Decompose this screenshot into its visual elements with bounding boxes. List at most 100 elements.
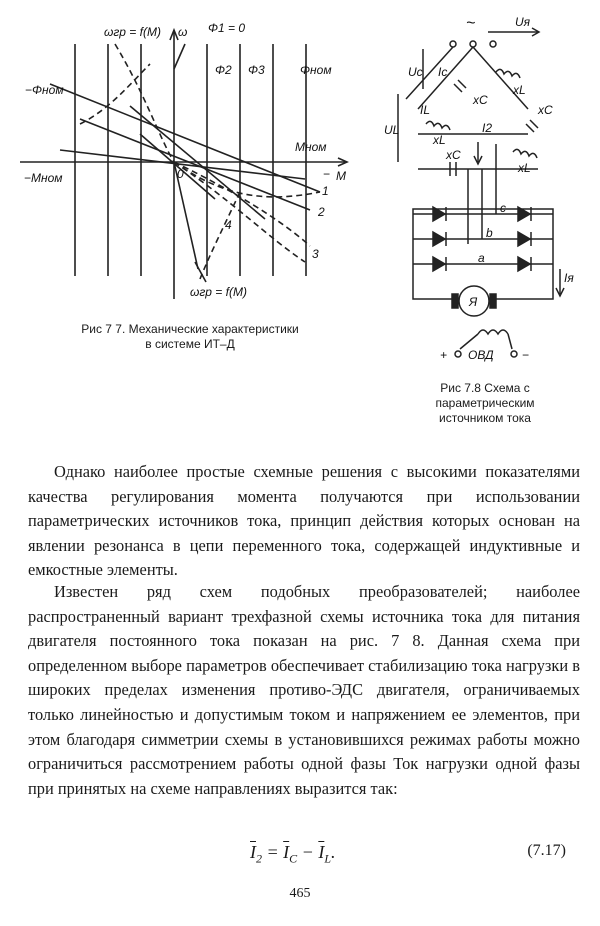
body-paragraph-1: Однако наиболее простые схемные решения …: [28, 460, 580, 583]
characteristic-line: [129, 105, 266, 220]
phi3-label: Φ3: [248, 63, 265, 77]
neg-phi-nom-label: −Φном: [25, 83, 64, 97]
diode: [432, 205, 447, 223]
boundary-curve: [173, 161, 311, 247]
phase-branch: [472, 46, 529, 110]
m-axis-arrow: [337, 157, 349, 167]
u-a-label: Uя: [515, 15, 531, 29]
wire: [459, 333, 479, 350]
ac-symbol: ~: [466, 15, 475, 32]
curve-2-label: 2: [317, 205, 325, 219]
terminal: [489, 40, 497, 48]
capacitor-xc: [525, 123, 535, 133]
brush: [451, 293, 459, 309]
curve-4-label: 4: [225, 218, 232, 232]
figure-7-8-circuit-diagram: ~ Uя Uc UL Ic IL I2 xC xL xC xL xC xL a …: [384, 15, 574, 362]
i-2-label: I2: [482, 121, 492, 135]
characteristic-line: [173, 161, 199, 270]
boundary-curve: [173, 161, 306, 263]
capacitor-xc: [529, 119, 539, 129]
figure-7-7-caption: Рис 7 7. Механические характеристики в с…: [45, 322, 335, 352]
motor-armature: [458, 285, 490, 317]
characteristic-line: [79, 118, 311, 211]
boundary-curve: [173, 161, 321, 198]
formula-eq: =: [262, 842, 284, 862]
xl-label: xL: [432, 133, 446, 147]
node-b-label: b: [486, 226, 493, 240]
caption-line: Рис 7 7. Механические характеристики: [81, 322, 299, 336]
curve-3-label: 3: [312, 247, 319, 261]
body-paragraph-2: Известен ряд схем подобных преобразовате…: [28, 580, 580, 801]
omega-axis-arrow: [169, 27, 179, 41]
caption-line: параметрическим: [435, 396, 535, 410]
node-c-label: c: [500, 201, 506, 215]
figure-7-7-mechanical-characteristics: ωгр = f(M) ω Φ1 = 0 Φ2 Φ3 Φном −Φном Mно…: [20, 21, 349, 299]
paragraph-text: Однако наиболее простые схемные решения …: [28, 462, 580, 580]
paragraph-text: Известен ряд схем подобных преобразовате…: [28, 582, 580, 798]
arrow-head: [555, 287, 565, 298]
formula-term-1-sub: C: [289, 851, 298, 866]
capacitor-xc: [457, 79, 467, 89]
caption-line: в системе ИТ–Д: [145, 337, 235, 351]
motor-label: Я: [468, 295, 478, 309]
arrow-head: [473, 155, 483, 166]
diode: [517, 230, 532, 248]
inductor-xl: [495, 68, 521, 79]
pointer-line: [173, 43, 186, 70]
formula-term-2: I: [318, 842, 325, 862]
inductor-xl: [425, 120, 451, 131]
terminal: [454, 350, 462, 358]
node-a-label: a: [478, 251, 485, 265]
neg-m-nom-label: −Mном: [24, 171, 63, 185]
terminal: [510, 350, 518, 358]
figure-7-8-caption: Рис 7.8 Схема с параметрическим источник…: [400, 381, 570, 426]
xc-label: xC: [445, 148, 461, 162]
origin-label: 0: [177, 167, 184, 181]
caption-line: источником тока: [439, 411, 531, 425]
i-l-label: IL: [420, 103, 430, 117]
phase-branch: [417, 46, 474, 110]
u-c-label: Uc: [408, 65, 423, 79]
diode: [517, 205, 532, 223]
terminal: [469, 40, 477, 48]
u-l-label: UL: [384, 123, 399, 137]
formula-term-2-sub: L: [324, 851, 332, 866]
xc-label: xC: [537, 103, 553, 117]
formula-end: .: [331, 842, 336, 862]
omega-gr-label-top: ωгр = f(M): [104, 25, 161, 39]
diode: [432, 255, 447, 273]
equation-7-17: I2 = IC − IL.: [250, 842, 336, 867]
diode: [432, 230, 447, 248]
omega-gr-label-bottom: ωгр = f(M): [190, 285, 247, 299]
xl-label: xL: [512, 83, 526, 97]
wire: [507, 333, 513, 350]
phi2-label: Φ2: [215, 63, 232, 77]
field-winding: [477, 329, 509, 336]
phi1-label: Φ1 = 0: [208, 21, 245, 35]
xc-label: xC: [472, 93, 488, 107]
formula-op: −: [297, 842, 319, 862]
terminal: [449, 40, 457, 48]
arrow-head: [531, 27, 541, 37]
boundary-curve: [114, 43, 175, 163]
phi-nom-label: Φном: [300, 63, 332, 77]
wire: [405, 46, 454, 100]
characteristic-line: [49, 83, 321, 193]
inductor-xl: [512, 148, 538, 159]
characteristic-line: [59, 149, 306, 180]
i-c-label: Ic: [438, 65, 447, 79]
formula-lhs: I: [250, 842, 256, 862]
ovd-label: ОВД: [468, 348, 494, 362]
minus-label: −: [522, 348, 529, 362]
brush: [489, 293, 497, 309]
diode: [517, 255, 532, 273]
formula-term-1: I: [283, 842, 290, 862]
xl-label: xL: [517, 161, 531, 175]
page-number: 465: [289, 886, 311, 901]
capacitor-xc: [453, 83, 463, 93]
plus-label: +: [440, 348, 447, 362]
boundary-curve: [199, 191, 241, 280]
pointer-line: [194, 261, 207, 283]
equation-number: (7.17): [527, 842, 566, 859]
caption-line: Рис 7.8 Схема с: [440, 381, 530, 395]
